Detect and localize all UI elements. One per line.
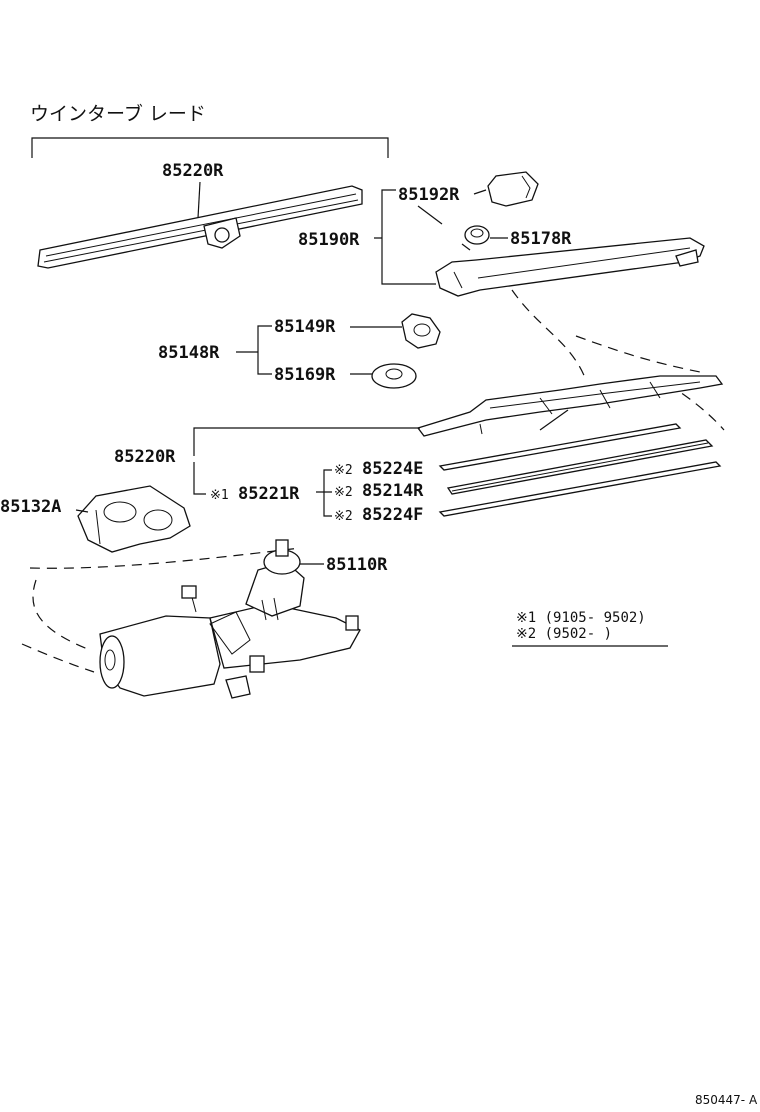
- leader-blade-center: [539, 409, 569, 431]
- rubber-85224F[interactable]: [438, 461, 722, 517]
- label-85192R: 85192R: [398, 185, 460, 205]
- leader-85178R-b: [461, 243, 471, 251]
- diagram-title: ウインターブ レード: [30, 102, 206, 125]
- cover-85132A[interactable]: [77, 485, 191, 553]
- leader-85192R: [473, 189, 487, 195]
- label-85221R: 85221R: [238, 484, 300, 504]
- nut-85149R[interactable]: [401, 313, 441, 349]
- rubber-85214R[interactable]: [446, 439, 714, 495]
- label-85132A: 85132A: [0, 497, 61, 517]
- label-85148R: 85148R: [158, 343, 220, 363]
- mark-85214R: ※2: [334, 485, 353, 500]
- bracket-85148R: [236, 325, 272, 375]
- guide-dash-1: [511, 289, 587, 381]
- leader-85220R-mid: [193, 427, 420, 456]
- label-85214R: 85214R: [362, 481, 424, 501]
- wiper-blade-85220R[interactable]: [416, 375, 724, 437]
- nut-85178R[interactable]: [464, 225, 490, 245]
- label-85220R-mid: 85220R: [114, 447, 176, 467]
- label-85178R: 85178R: [510, 229, 572, 249]
- label-85190R: 85190R: [298, 230, 360, 250]
- leader-85220R-low: [193, 462, 206, 495]
- body-outline-dash-3: [21, 643, 95, 673]
- label-85224F: 85224F: [362, 505, 423, 525]
- winter-blade-85220R[interactable]: [37, 185, 363, 269]
- body-outline-dash-2: [32, 579, 91, 651]
- note-2: ※2 (9502- ): [516, 626, 612, 642]
- label-85169R: 85169R: [274, 365, 336, 385]
- cap-85192R[interactable]: [487, 171, 539, 207]
- leader-85220R-top: [197, 181, 201, 219]
- motor-85110R[interactable]: [99, 539, 361, 699]
- bracket-85190R: [374, 189, 436, 285]
- mark-85221R: ※1: [210, 488, 229, 503]
- leader-85192R-b: [417, 205, 443, 225]
- bracket-85221R: [316, 469, 332, 517]
- washer-85169R[interactable]: [371, 363, 417, 389]
- leader-85132A: [75, 509, 89, 513]
- guide-dash-2: [575, 335, 701, 373]
- rubber-85224E[interactable]: [438, 423, 682, 471]
- label-85149R: 85149R: [274, 317, 336, 337]
- diagram-code: 850447- A: [695, 1093, 758, 1107]
- label-85220R-top: 85220R: [162, 161, 224, 181]
- wiper-arm-85190R[interactable]: [435, 237, 705, 297]
- title-bracket: [31, 137, 389, 158]
- label-85224E: 85224E: [362, 459, 423, 479]
- body-outline-dash: [29, 547, 301, 569]
- label-85110R: 85110R: [326, 555, 388, 575]
- mark-85224F: ※2: [334, 509, 353, 524]
- mark-85224E: ※2: [334, 463, 353, 478]
- note-1: ※1 (9105- 9502): [516, 610, 646, 626]
